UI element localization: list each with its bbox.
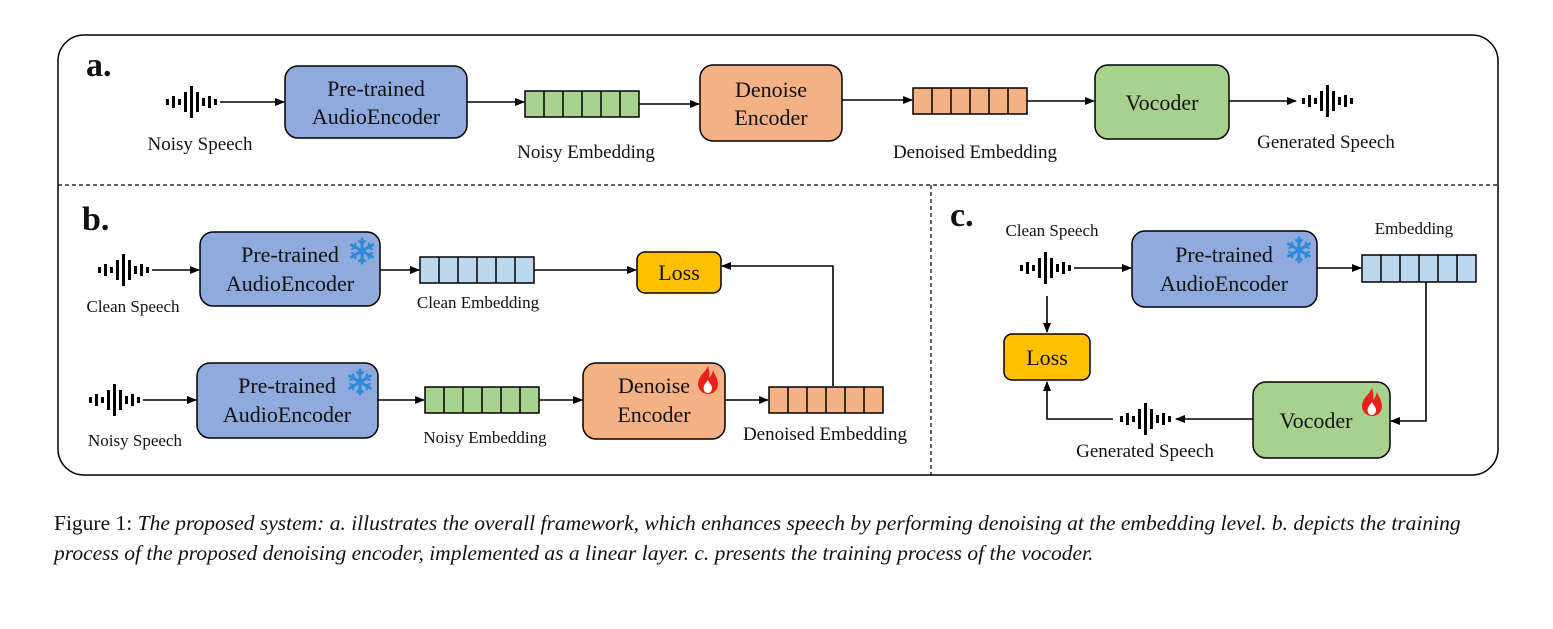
encoder-line1: Pre-trained [1175,242,1273,267]
arrow-feedback [721,262,834,386]
clean-speech-wave-icon [98,254,149,286]
encoder-line2: AudioEncoder [1160,271,1289,296]
clean-embedding-label: Clean Embedding [417,293,540,312]
noisy-embedding-label: Noisy Embedding [517,142,655,163]
denoise-line2: Encoder [734,105,808,130]
denoise-encoder-box-trainable [582,362,726,440]
encoder-line1: Pre-trained [238,373,336,398]
vocoder-label: Vocoder [1280,408,1354,433]
diagram-canvas: a. Noisy Speech Pre-trained AudioEncoder… [57,34,1499,476]
loss-label: Loss [658,260,700,285]
denoise-encoder-box [699,64,843,142]
frame-border [57,34,1499,476]
noisy-embedding-vector [524,90,640,118]
denoised-embedding-label: Denoised Embedding [893,142,1058,163]
encoder-line2: AudioEncoder [223,402,352,427]
denoise-line1: Denoise [618,373,690,398]
encoder-line2: AudioEncoder [312,104,441,129]
panel-a: a. Noisy Speech Pre-trained AudioEncoder… [86,47,1395,163]
noisy-speech-wave-icon [89,384,140,416]
generated-speech-label: Generated Speech [1257,132,1395,153]
denoise-line1: Denoise [735,77,807,102]
clean-embedding-vector [1361,254,1477,283]
embedding-label: Embedding [1375,219,1454,238]
panel-b: b. Clean Speech Pre-trained AudioEncoder… [82,201,908,450]
pretrained-audioencoder-box-frozen [1131,230,1318,308]
clean-embedding-vector [419,256,535,284]
caption-prefix: Figure 1: [54,511,138,535]
panel-c: c. Clean Speech Pre-trained AudioEncoder… [950,197,1477,462]
arrow [1043,381,1113,420]
vocoder-box [1094,64,1230,140]
figure-caption: Figure 1: The proposed system: a. illust… [54,508,1504,568]
vocoder-box-trainable [1252,381,1391,459]
denoise-line2: Encoder [617,402,691,427]
panel-b-label: b. [82,201,109,238]
pretrained-audioencoder-box-frozen [199,231,381,307]
loss-label: Loss [1026,345,1068,370]
generated-speech-wave-icon [1302,85,1353,117]
noisy-speech-label: Noisy Speech [147,134,253,155]
noisy-embedding-vector [424,386,540,414]
generated-speech-label: Generated Speech [1076,441,1214,462]
denoised-embedding-vector [912,87,1028,115]
generated-speech-wave-icon [1120,403,1171,435]
loss-box [1003,333,1091,381]
denoised-embedding-vector [768,386,884,414]
panel-c-label: c. [950,197,974,234]
encoder-line1: Pre-trained [327,76,425,101]
loss-box [636,251,722,294]
clean-speech-label: Clean Speech [87,297,180,316]
vocoder-label: Vocoder [1126,90,1200,115]
denoised-embedding-label: Denoised Embedding [743,424,908,445]
encoder-line1: Pre-trained [241,242,339,267]
clean-speech-label: Clean Speech [1006,221,1099,240]
noisy-speech-wave-icon [166,86,217,118]
noisy-speech-label: Noisy Speech [88,431,182,450]
clean-speech-wave-icon [1020,252,1071,284]
encoder-line2: AudioEncoder [226,271,355,296]
caption-text: The proposed system: a. illustrates the … [54,511,1461,565]
panel-a-label: a. [86,47,112,84]
arrow [1390,282,1427,425]
noisy-embedding-label: Noisy Embedding [423,428,547,447]
